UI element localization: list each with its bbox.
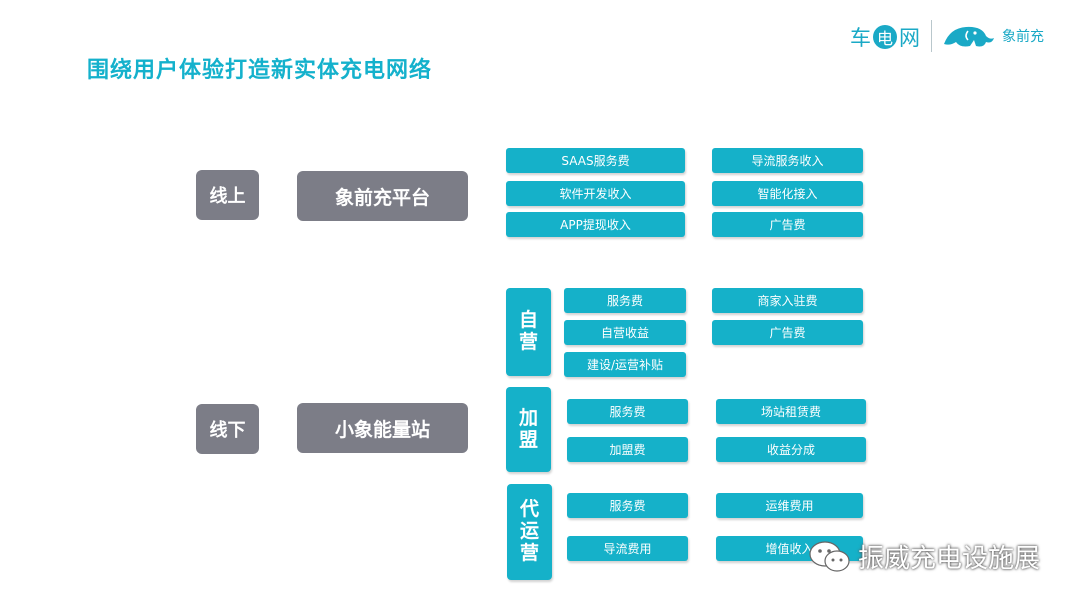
online-revenue-item: 广告费 bbox=[712, 212, 863, 237]
offline-revenue-item: 收益分成 bbox=[716, 437, 866, 462]
chediandian-logo: 车 电 网 bbox=[850, 22, 920, 52]
offline-platform: 小象能量站 bbox=[297, 403, 468, 453]
online-revenue-item: 导流服务收入 bbox=[712, 148, 863, 173]
group-tab-char: 自 bbox=[518, 309, 538, 332]
group-tab-agency-operation: 代 运 营 bbox=[507, 484, 552, 580]
group-tab-char: 盟 bbox=[518, 428, 538, 451]
group-tab-char: 营 bbox=[518, 331, 538, 353]
group-tab-char: 运 bbox=[519, 520, 539, 543]
offline-label: 线下 bbox=[196, 404, 259, 454]
logo-char: 网 bbox=[899, 26, 920, 50]
group-tab-char: 加 bbox=[518, 406, 538, 429]
group-tab-char: 代 bbox=[519, 498, 539, 521]
offline-revenue-item: 加盟费 bbox=[567, 437, 688, 462]
wechat-icon bbox=[809, 540, 850, 572]
online-revenue-item: 智能化接入 bbox=[712, 181, 863, 206]
group-tab-self-operated: 自 营 bbox=[506, 288, 551, 376]
offline-revenue-item: 导流费用 bbox=[567, 536, 688, 561]
logo-char: 车 bbox=[850, 26, 871, 50]
online-label: 线上 bbox=[196, 170, 259, 220]
offline-revenue-item: 建设/运营补贴 bbox=[564, 352, 686, 377]
offline-revenue-item: 广告费 bbox=[712, 320, 863, 345]
offline-revenue-item: 服务费 bbox=[567, 493, 688, 518]
offline-revenue-item: 商家入驻费 bbox=[712, 288, 863, 313]
wechat-watermark: 振威充电设施展 bbox=[808, 538, 1040, 575]
group-tab-franchise: 加 盟 bbox=[506, 387, 551, 472]
watermark-text: 振威充电设施展 bbox=[858, 544, 1041, 574]
offline-revenue-item: 运维费用 bbox=[716, 493, 863, 518]
logo-text: 象前充 bbox=[1002, 29, 1044, 45]
offline-revenue-item: 场站租赁费 bbox=[716, 399, 866, 424]
page-title: 围绕用户体验打造新实体充电网络 bbox=[87, 58, 433, 83]
logo-dian-badge: 电 bbox=[873, 25, 897, 49]
offline-revenue-item: 服务费 bbox=[567, 399, 688, 424]
online-revenue-item: APP提现收入 bbox=[506, 212, 685, 237]
logo-divider bbox=[931, 20, 932, 52]
group-tab-char: 营 bbox=[519, 541, 539, 564]
online-platform: 象前充平台 bbox=[297, 171, 468, 221]
offline-revenue-item: 自营收益 bbox=[564, 320, 686, 345]
offline-revenue-item: 服务费 bbox=[564, 288, 686, 313]
online-revenue-item: SAAS服务费 bbox=[506, 148, 685, 173]
xiangqianchong-logo: 象前充 bbox=[940, 22, 1044, 50]
online-revenue-item: 软件开发收入 bbox=[506, 181, 685, 206]
elephant-icon bbox=[944, 26, 994, 47]
